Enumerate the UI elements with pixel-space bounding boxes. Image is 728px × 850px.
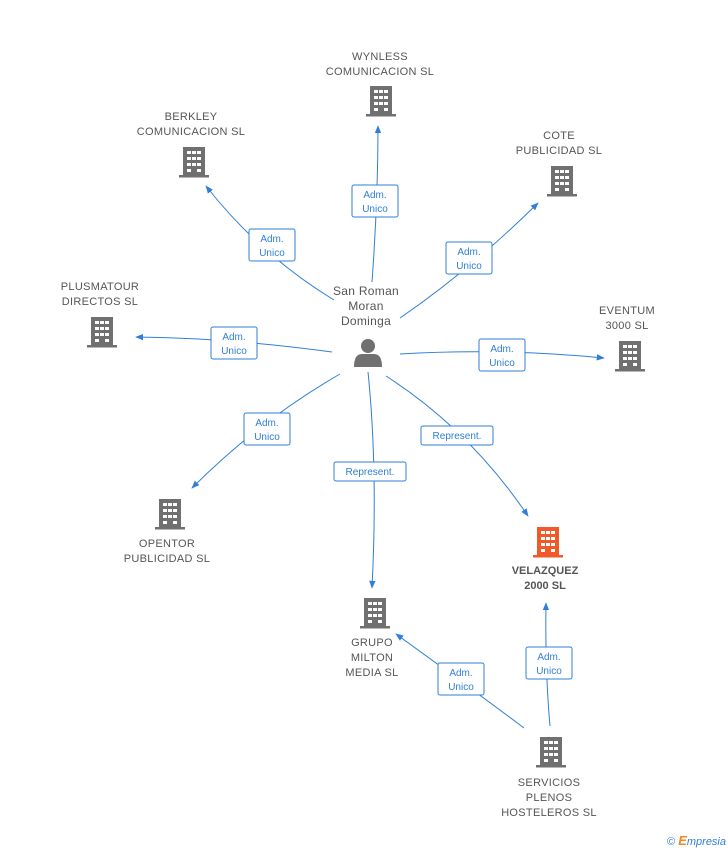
company-name-line: 2000 SL	[524, 580, 566, 592]
edge-label-wynless[interactable]: Adm. Unico	[351, 184, 399, 218]
brand-name: mpresia	[686, 836, 726, 848]
company-name-line: 3000 SL	[605, 320, 648, 332]
edge-velazquez	[385, 375, 529, 517]
company-node-plusma[interactable]: PLUSMATOUR DIRECTOS SL	[61, 281, 139, 348]
company-name-line: EVENTUM	[599, 305, 655, 317]
edge-label-line: Unico	[362, 204, 388, 215]
edge-label-line: Adm.	[449, 668, 472, 679]
company-name-line: COMUNICACION SL	[326, 66, 434, 78]
company-node-velazquez[interactable]: VELAZQUEZ 2000 SL	[512, 527, 579, 592]
edge-label-line: Unico	[259, 248, 285, 259]
building-icon	[536, 737, 566, 768]
building-icon	[179, 147, 209, 178]
person-name-line: San Roman	[333, 284, 399, 298]
copyright-symbol: ©	[667, 836, 676, 848]
edge-label-serv-grupo[interactable]: Adm. Unico	[437, 662, 485, 696]
company-name-line: BERKLEY	[165, 111, 218, 123]
building-icon	[366, 86, 396, 117]
edge-label-line: Adm.	[255, 418, 278, 429]
edge-label-line: Unico	[221, 346, 247, 357]
company-name-line: DIRECTOS SL	[62, 296, 138, 308]
company-name-line: PLUSMATOUR	[61, 281, 139, 293]
company-name-line: COMUNICACION SL	[137, 126, 245, 138]
company-name-line: SERVICIOS	[518, 777, 580, 789]
company-node-grupo[interactable]: GRUPO MILTON MEDIA SL	[345, 598, 398, 679]
edge-label-line: Unico	[536, 666, 562, 677]
company-name-line: PUBLICIDAD SL	[516, 145, 602, 157]
company-node-berkley[interactable]: BERKLEY COMUNICACION SL	[137, 111, 245, 178]
edge-label-velazquez[interactable]: Represent.	[420, 425, 494, 446]
company-node-servicios[interactable]: SERVICIOS PLENOS HOSTELEROS SL	[501, 737, 597, 819]
company-name-line: GRUPO	[351, 637, 393, 649]
edge-label-eventum[interactable]: Adm. Unico	[478, 338, 526, 372]
edge-label-line: Unico	[489, 358, 515, 369]
edge-label-line: Unico	[254, 432, 280, 443]
edge-label-berkley[interactable]: Adm. Unico	[248, 228, 296, 262]
company-name-line: HOSTELEROS SL	[501, 807, 597, 819]
edge-label-line: Unico	[448, 682, 474, 693]
person-name-line: Moran	[348, 299, 384, 313]
person-icon	[354, 339, 382, 367]
edge-label-line: Adm.	[490, 344, 513, 355]
edge-label-opentor[interactable]: Adm. Unico	[243, 412, 291, 446]
building-icon	[547, 166, 577, 197]
company-node-wynless[interactable]: WYNLESS COMUNICACION SL	[326, 51, 434, 117]
person-name-line: Dominga	[341, 314, 391, 328]
company-name-line: COTE	[543, 130, 575, 142]
edge-label-plusma[interactable]: Adm. Unico	[210, 326, 258, 360]
company-name-line: OPENTOR	[139, 538, 195, 550]
building-icon	[155, 499, 185, 530]
edge-label-line: Unico	[456, 261, 482, 272]
edge-label-cote[interactable]: Adm. Unico	[445, 241, 493, 275]
building-icon	[533, 527, 563, 558]
company-name-line: PLENOS	[526, 792, 572, 804]
company-node-eventum[interactable]: EVENTUM 3000 SL	[599, 305, 655, 372]
company-name-line: PUBLICIDAD SL	[124, 553, 210, 565]
building-icon	[87, 317, 117, 348]
empresia-watermark: © Empresia	[667, 833, 726, 848]
edge-label-line: Adm.	[363, 190, 386, 201]
building-icon	[615, 341, 645, 372]
company-node-opentor[interactable]: OPENTOR PUBLICIDAD SL	[124, 499, 210, 565]
edge-label-line: Adm.	[222, 332, 245, 343]
edge-label-line: Represent.	[346, 467, 395, 478]
company-name-line: MILTON	[351, 652, 393, 664]
company-name-line: WYNLESS	[352, 51, 408, 63]
edge-label-serv-vel[interactable]: Adm. Unico	[525, 646, 573, 680]
edge-labels: Adm. Unico Adm. Unico Adm. Unico Adm. Un…	[210, 184, 573, 696]
person-node[interactable]: San Roman Moran Dominga	[333, 284, 399, 367]
company-node-cote[interactable]: COTE PUBLICIDAD SL	[516, 130, 602, 197]
company-name-line: MEDIA SL	[345, 667, 398, 679]
edge-label-line: Represent.	[433, 431, 482, 442]
company-name-line: VELAZQUEZ	[512, 565, 579, 577]
edge-label-line: Adm.	[260, 234, 283, 245]
brand-initial: E	[678, 833, 687, 848]
edge-label-grupo[interactable]: Represent.	[333, 461, 407, 482]
edge-label-line: Adm.	[457, 247, 480, 258]
building-icon	[360, 598, 390, 629]
edge-label-line: Adm.	[537, 652, 560, 663]
